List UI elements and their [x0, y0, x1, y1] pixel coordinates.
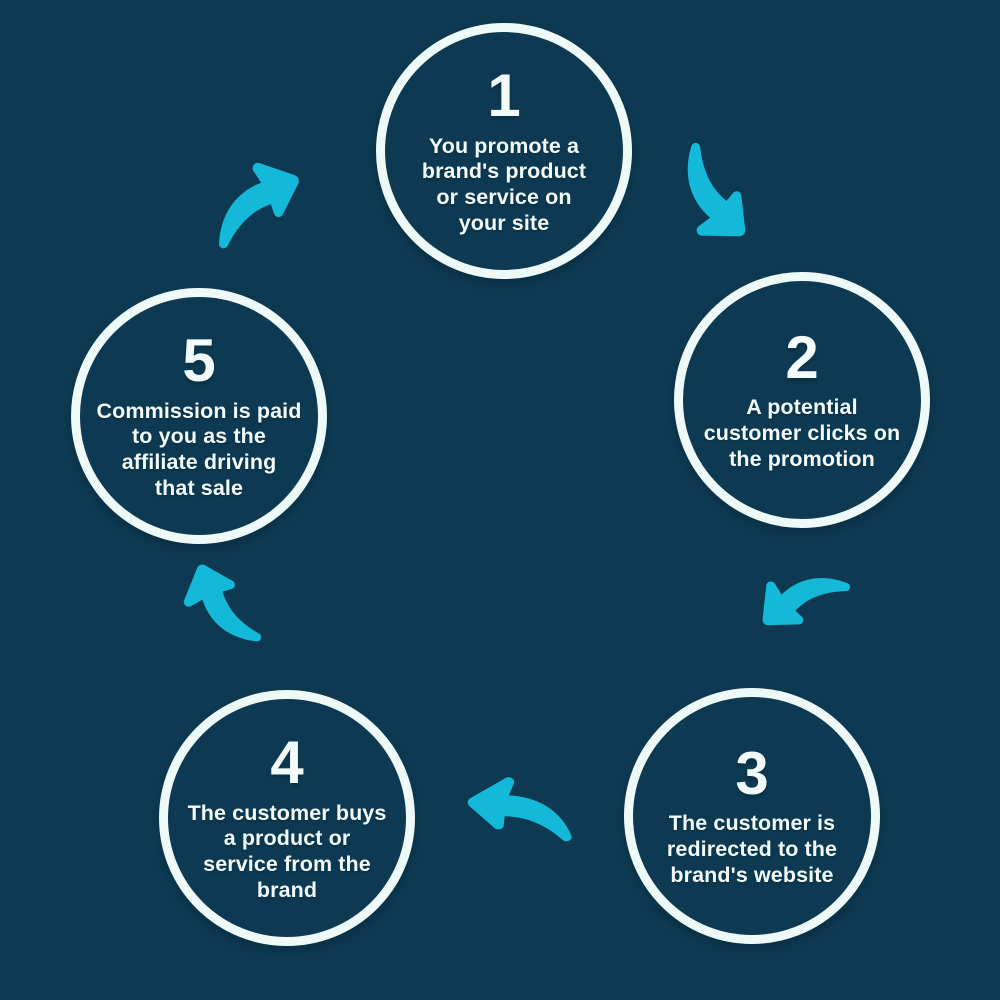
curved-arrow-5-to-1-icon	[199, 149, 319, 256]
step-number: 1	[487, 62, 521, 130]
step-description: The customer buys a product or service f…	[187, 800, 387, 902]
step-number: 4	[270, 729, 304, 797]
step-number: 5	[182, 327, 216, 395]
step-description: You promote a brand's product or service…	[421, 133, 587, 235]
step-circle-5: 5 Commission is paid to you as the affil…	[71, 288, 327, 544]
curved-arrow-1-to-2-icon	[647, 133, 784, 264]
step-description: A potential customer clicks on the promo…	[703, 395, 901, 471]
curved-arrow-3-to-4-icon	[454, 766, 580, 858]
curved-arrow-4-to-5-icon	[174, 549, 268, 656]
step-circle-2: 2 A potential customer clicks on the pro…	[674, 272, 930, 528]
step-circle-1: 1 You promote a brand's product or servi…	[376, 23, 632, 279]
step-circle-4: 4 The customer buys a product or service…	[159, 690, 415, 946]
curved-arrow-2-to-3-icon	[738, 538, 859, 663]
step-number: 3	[735, 740, 769, 808]
step-description: The customer is redirected to the brand'…	[666, 811, 838, 887]
step-description: Commission is paid to you as the affilia…	[96, 398, 302, 500]
step-circle-3: 3 The customer is redirected to the bran…	[624, 688, 880, 944]
step-number: 2	[785, 324, 819, 392]
